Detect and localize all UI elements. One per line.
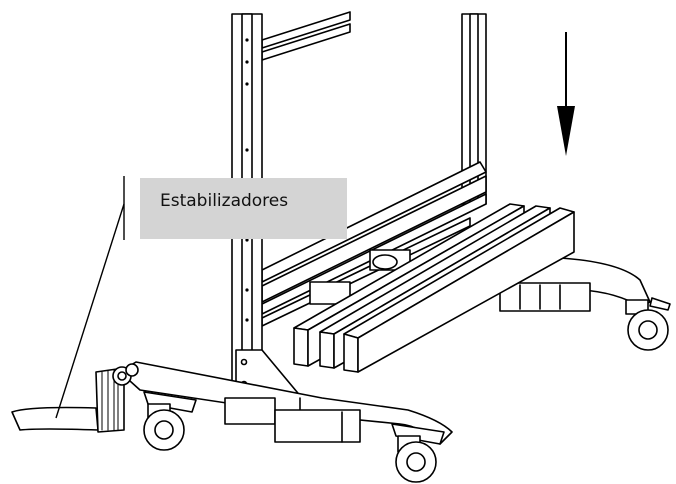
stabilizer-callout-label: Estabilizadores — [140, 178, 347, 239]
callout-leader — [55, 176, 125, 419]
down-arrow-icon — [557, 32, 575, 156]
rear-caster-wheel — [625, 297, 671, 351]
rear-clamp-blocks — [499, 282, 591, 312]
front-clamp-blocks — [224, 397, 276, 425]
front-right-caster — [391, 423, 445, 483]
stabilizer-foot — [11, 363, 139, 433]
beam-bundle — [293, 203, 575, 373]
front-left-caster — [143, 391, 197, 451]
frame-top-crossbar — [261, 11, 351, 61]
front-base-rail — [119, 361, 453, 445]
